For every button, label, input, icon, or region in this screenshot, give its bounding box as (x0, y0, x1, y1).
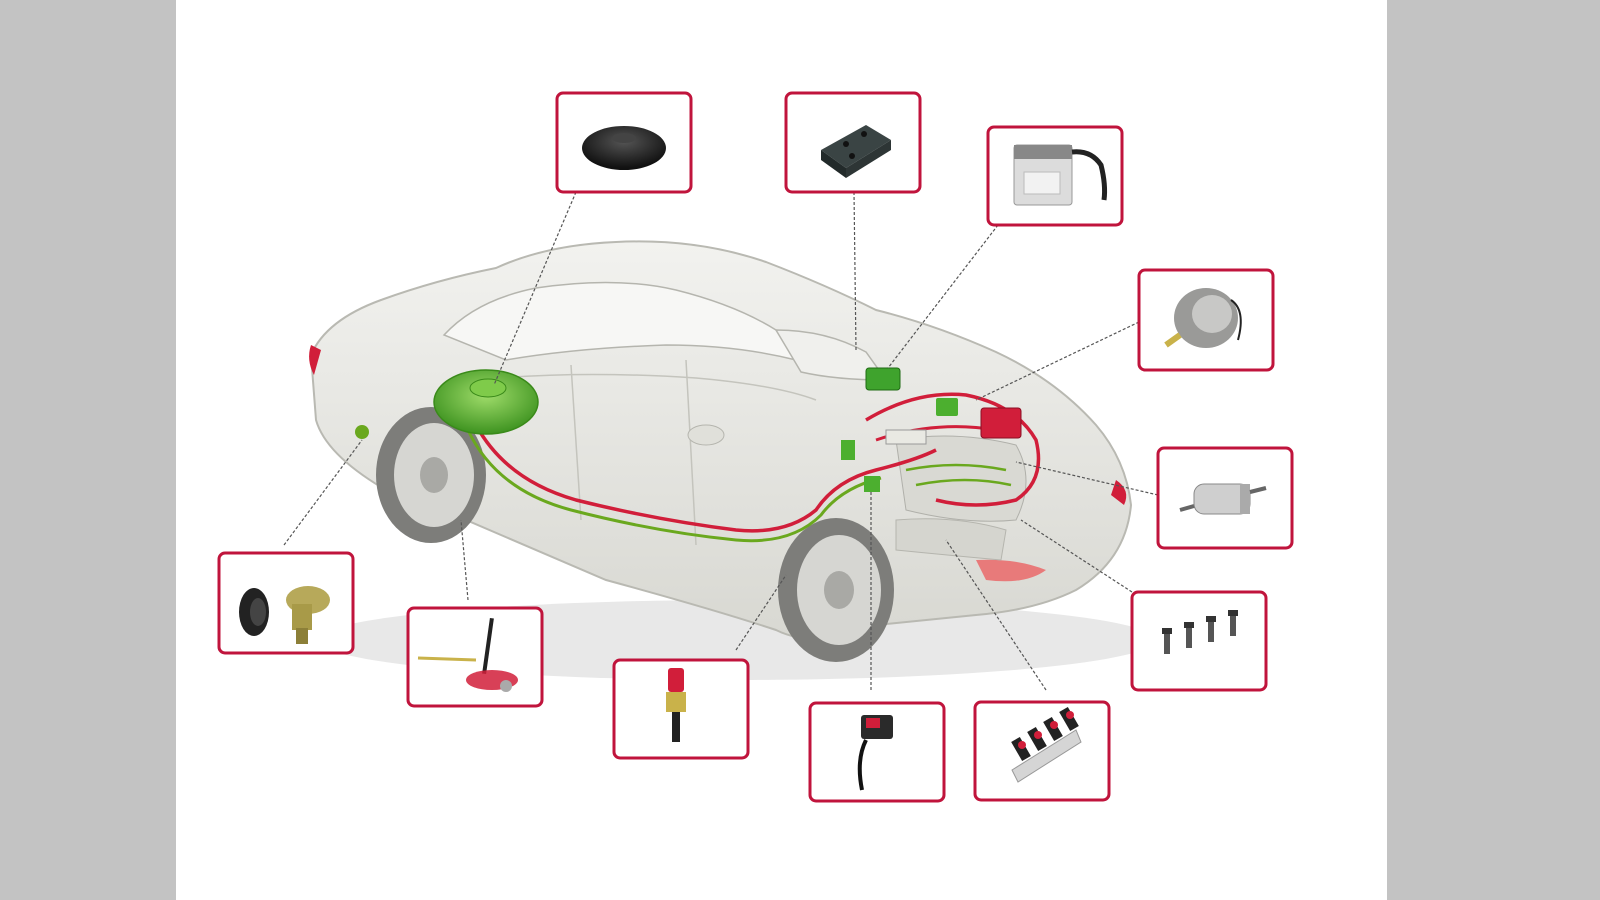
leader-reducer (975, 321, 1140, 401)
component-box-vaporizer-reducer (1137, 268, 1275, 372)
component-frame (1130, 590, 1268, 692)
side-mirror (687, 424, 725, 446)
harness-branch (915, 478, 1012, 487)
leader-lines (283, 191, 1159, 691)
component-box-gas-filter (1156, 446, 1294, 550)
leader-solenoid (735, 574, 787, 651)
diagram-canvas (176, 0, 1387, 900)
engine-harness-red (865, 392, 1041, 507)
sensor-icon (857, 715, 893, 791)
component-box-ecu (986, 125, 1124, 227)
installed-filter (841, 440, 855, 460)
car-windows (442, 281, 798, 362)
leader-filter (1015, 461, 1159, 496)
installed-reducer (980, 407, 1022, 439)
multivalve-icon (417, 617, 518, 692)
door-line (685, 359, 697, 546)
component-frame (217, 551, 355, 655)
engine-block (895, 435, 1027, 522)
component-box-injector-rail (973, 700, 1111, 802)
leader-multivalve (460, 519, 469, 601)
headlight-right (976, 559, 1046, 582)
gas-line-green (466, 429, 882, 543)
component-box-multivalve (406, 606, 544, 708)
diagram-svg (217, 91, 1294, 803)
leader-filler (283, 439, 363, 546)
component-box-solenoid-valve (612, 658, 750, 760)
component-box-injector-rail-holder (784, 91, 922, 194)
installed-sensor (864, 476, 880, 492)
gas-line-red (474, 424, 937, 533)
tail-light (309, 345, 321, 375)
installed-filler (355, 425, 369, 439)
installed-valve (936, 398, 958, 416)
component-box-map-sensor (808, 701, 946, 803)
door-line (570, 364, 582, 521)
injector-rail-icon (1011, 706, 1082, 783)
component-box-filling-valve (217, 551, 355, 655)
ecu-icon (1013, 144, 1108, 206)
component-box-toroidal-tank (555, 91, 693, 194)
installed-ecu (865, 367, 901, 391)
leader-rail (945, 539, 1047, 691)
nozzles-icon (1162, 610, 1238, 654)
front-wheel (778, 518, 894, 662)
reducer-icon (1164, 288, 1242, 348)
solenoid-valve-icon (666, 668, 686, 742)
rear-wheel (376, 407, 486, 543)
component-box-nozzles (1130, 590, 1268, 692)
rail-holder-icon (821, 125, 891, 178)
component-frame (808, 701, 946, 803)
belt-line (475, 373, 817, 401)
leader-rail-holder (853, 191, 857, 351)
grille (895, 518, 1007, 561)
toroidal-tank-icon (582, 126, 666, 170)
installed-rail (885, 429, 927, 445)
harness-branch (905, 463, 1007, 472)
installed-tank (433, 369, 539, 435)
leader-nozzles (1020, 519, 1133, 593)
leader-ecu (887, 224, 999, 369)
filter-icon (1179, 483, 1267, 515)
filling-valve-icon (239, 586, 330, 644)
